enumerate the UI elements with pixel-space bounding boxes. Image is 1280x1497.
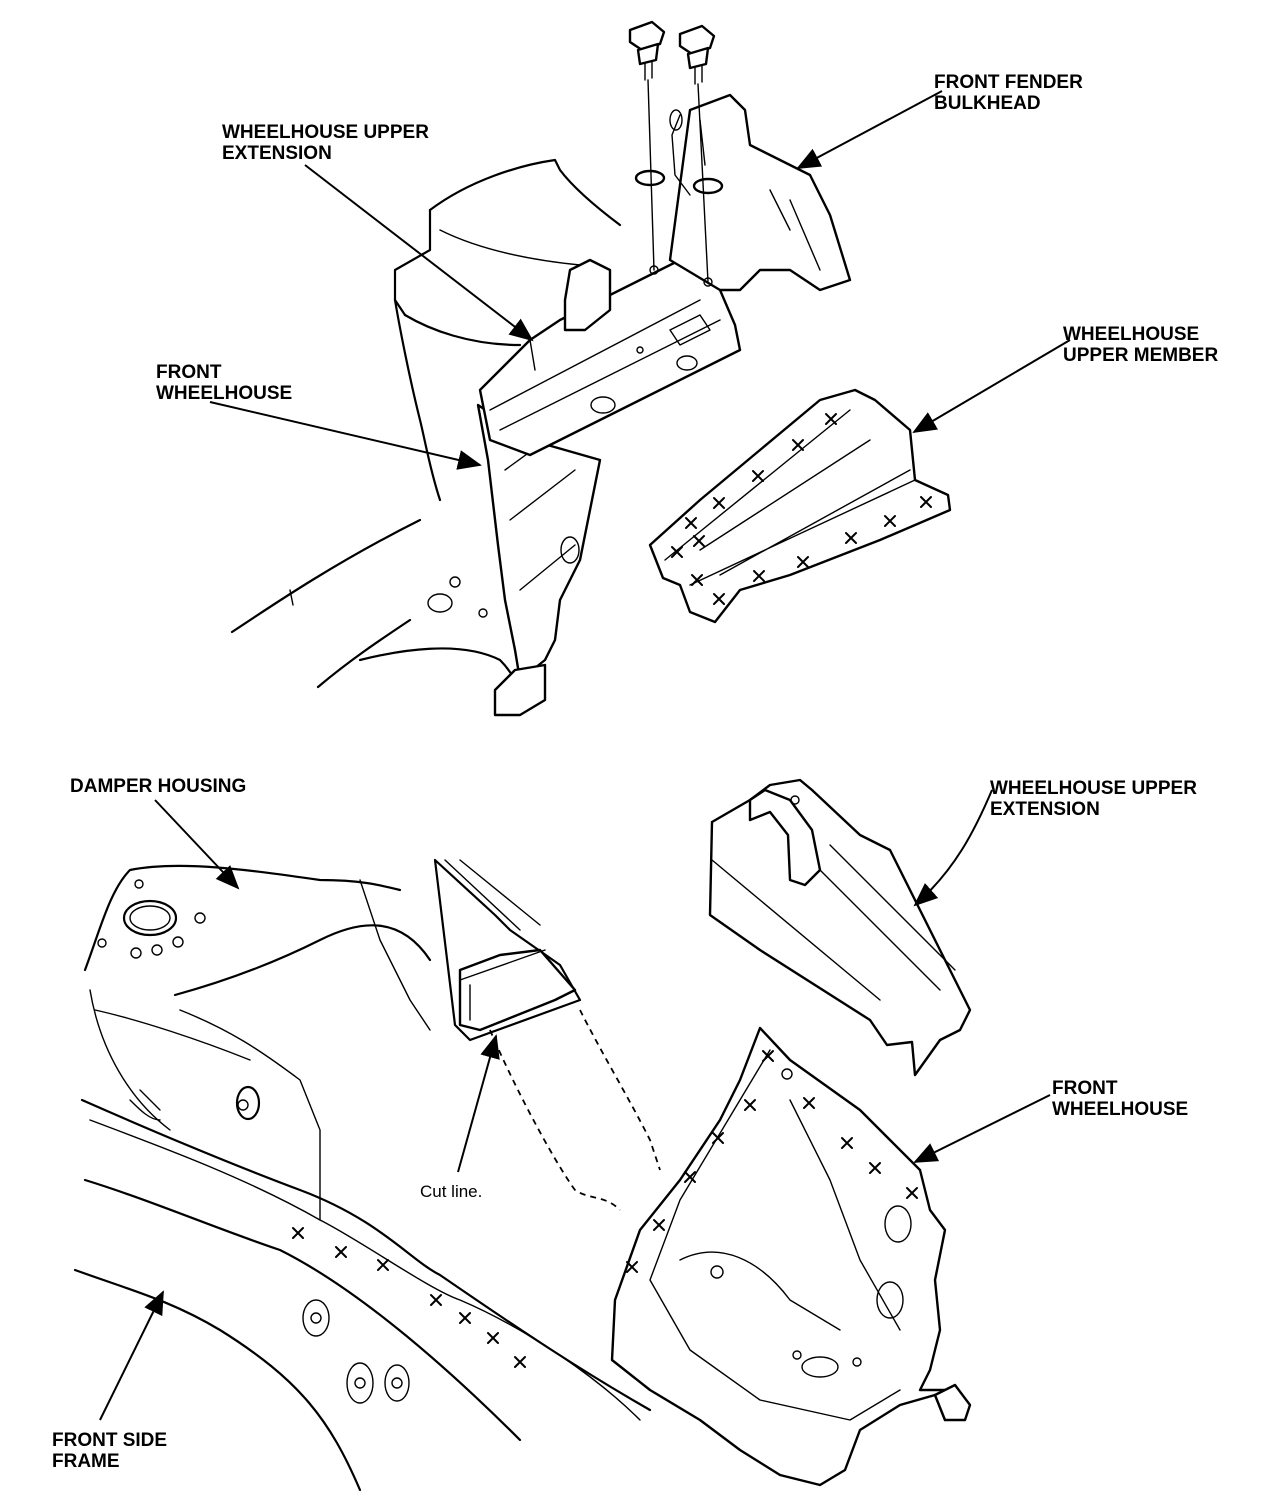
bolt-right	[678, 24, 716, 283]
bolt-left	[628, 20, 666, 271]
bottom-assembly	[73, 778, 972, 1492]
front-wheelhouse-part-bottom	[610, 1026, 967, 1487]
leader-damper-housing	[154, 799, 240, 890]
label-front-wheelhouse-top: FRONT WHEELHOUSE	[156, 362, 293, 404]
leader-wheelhouse-upper-extension-top	[304, 164, 534, 342]
label-damper-housing: DAMPER HOUSING	[70, 776, 247, 797]
leader-front-side-frame	[99, 1290, 164, 1421]
front-fender-bulkhead-part	[668, 93, 852, 292]
weld-marks-upper-member	[671, 413, 932, 605]
label-wheelhouse-upper-member: WHEELHOUSE UPPER MEMBER	[1063, 324, 1219, 366]
label-front-wheelhouse-bottom: FRONT WHEELHOUSE	[1052, 1078, 1189, 1120]
weld-marks-side-frame	[292, 1227, 526, 1368]
wheelhouse-upper-member-part	[648, 388, 952, 624]
top-assembly	[230, 20, 952, 717]
weld-marks-wheelhouse-bottom	[626, 1050, 918, 1273]
leader-front-fender-bulkhead	[796, 90, 943, 169]
label-front-side-frame: FRONT SIDE FRAME	[52, 1430, 168, 1472]
leader-front-wheelhouse-bottom	[913, 1094, 1051, 1163]
leader-wheelhouse-upper-member	[912, 339, 1071, 434]
wheelhouse-upper-extension-part-bottom	[708, 778, 972, 1077]
leader-wheelhouse-upper-extension-bottom	[913, 789, 993, 907]
label-wheelhouse-upper-extension-top: WHEELHOUSE UPPER EXTENSION	[222, 122, 429, 164]
label-front-fender-bulkhead: FRONT FENDER BULKHEAD	[934, 72, 1083, 114]
label-cut-line: Cut line.	[420, 1182, 483, 1201]
leader-cut-line	[457, 1034, 500, 1173]
label-wheelhouse-upper-extension-bottom: WHEELHOUSE UPPER EXTENSION	[990, 778, 1197, 820]
leader-front-wheelhouse-top	[209, 401, 482, 470]
